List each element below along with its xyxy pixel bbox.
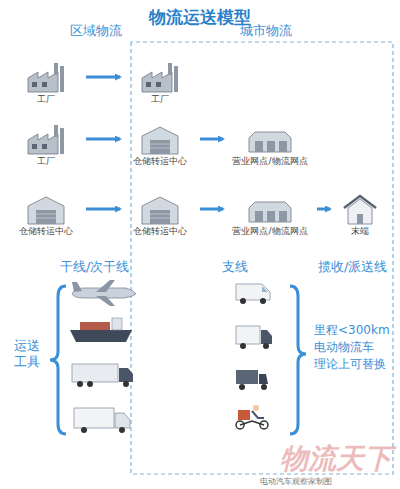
node-caption: 营业网点/物流网点 — [225, 226, 315, 236]
cargo-ship — [70, 318, 132, 342]
facility-node: 工厂 — [122, 60, 198, 104]
region-label: 区域物流 — [70, 22, 122, 40]
region-label: 城市物流 — [240, 22, 292, 40]
left-brace — [50, 286, 66, 434]
facility-node: 末端 — [332, 192, 388, 236]
delivery-van — [236, 284, 270, 304]
facility-icon — [122, 192, 198, 226]
facility-icon — [122, 60, 198, 94]
facility-icon — [8, 192, 84, 226]
motorbike-courier — [236, 405, 268, 429]
flow-arrow — [86, 208, 120, 211]
facility-node: 工厂 — [8, 60, 84, 104]
facility-node: 仓储转运中心 — [122, 192, 198, 236]
node-caption: 工厂 — [122, 94, 198, 104]
facility-node: 仓储转运中心 — [8, 192, 84, 236]
box-truck — [74, 408, 130, 433]
facility-node: 营业网点/物流网点 — [225, 192, 315, 236]
node-caption: 工厂 — [8, 156, 84, 166]
facility-node: 营业网点/物流网点 — [225, 122, 315, 166]
brace-label: 运送工具 — [14, 338, 41, 371]
facility-icon — [225, 192, 315, 226]
node-caption: 工厂 — [8, 94, 84, 104]
flow-arrow — [200, 208, 223, 211]
node-caption: 仓储转运中心 — [122, 226, 198, 236]
flow-arrow — [200, 138, 223, 141]
node-caption: 仓储转运中心 — [8, 226, 84, 236]
credit-note: 电动汽车观察家制图 — [260, 476, 332, 487]
facility-node: 工厂 — [8, 122, 84, 166]
diagram-title: 物流运送模型 — [0, 6, 400, 29]
facility-icon — [332, 192, 388, 226]
facility-icon — [8, 60, 84, 94]
city-region-outline — [131, 42, 393, 474]
watermark: 物流天下 — [280, 440, 392, 478]
line-type-label: 干线/次干线 — [60, 258, 129, 276]
node-caption: 营业网点/物流网点 — [225, 156, 315, 166]
light-truck — [236, 326, 272, 349]
node-caption: 仓储转运中心 — [122, 156, 198, 166]
brace-note: 里程<300km — [314, 322, 390, 339]
facility-icon — [225, 122, 315, 156]
flow-arrow — [86, 76, 120, 79]
tricycle — [236, 370, 268, 390]
line-type-label: 支线 — [222, 258, 248, 276]
flow-arrow — [317, 208, 330, 211]
right-brace — [290, 286, 306, 434]
node-caption: 末端 — [332, 226, 388, 236]
facility-icon — [8, 122, 84, 156]
line-type-label: 揽收/派送线 — [318, 258, 387, 276]
flow-arrow — [86, 138, 120, 141]
airplane — [72, 280, 136, 306]
semi-truck — [72, 364, 133, 387]
brace-note: 电动物流车 — [314, 339, 374, 356]
facility-icon — [122, 122, 198, 156]
brace-note: 理论上可替换 — [314, 356, 386, 373]
facility-node: 仓储转运中心 — [122, 122, 198, 166]
